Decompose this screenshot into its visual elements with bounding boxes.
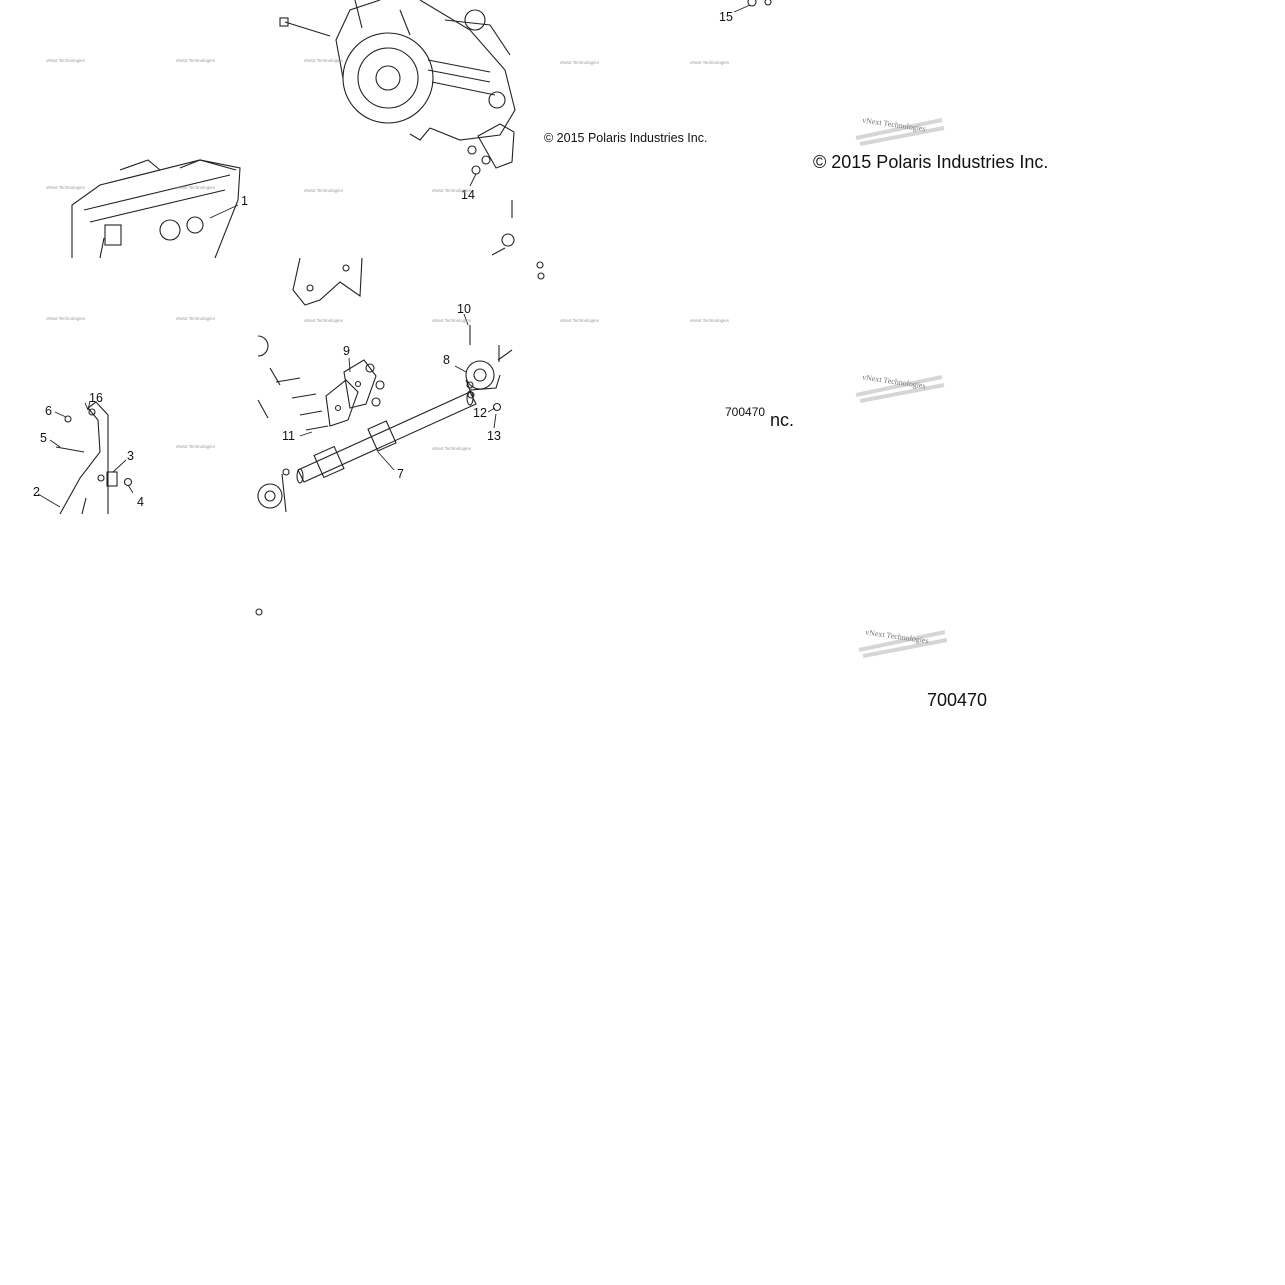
- callout-16: 16: [89, 391, 103, 405]
- copyright-text-small: © 2015 Polaris Industries Inc.: [544, 131, 708, 145]
- watermark-stamp: vNext Technologies: [852, 108, 948, 148]
- watermark-stamp-mark: [855, 375, 945, 403]
- watermark-stamp-mark: [855, 118, 945, 146]
- document-number-small: 700470: [725, 405, 766, 419]
- leader-lines: [37, 4, 751, 508]
- mount-bracket-drawing: [55, 401, 133, 515]
- watermark: vNext Technologies: [432, 318, 471, 323]
- watermark: vNext Technologies: [176, 185, 215, 190]
- callout-13: 13: [487, 429, 501, 443]
- watermark: vNext Technologies: [690, 60, 729, 65]
- watermark: vNext Technologies: [176, 444, 215, 449]
- watermark-stamp: vNext Technologies: [855, 620, 951, 660]
- callout-3: 3: [127, 449, 134, 463]
- callout-9: 9: [343, 344, 350, 358]
- watermark-stamp-mark: [858, 630, 948, 658]
- callout-15: 15: [719, 10, 733, 24]
- callout-5: 5: [40, 431, 47, 445]
- watermark: vNext Technologies: [46, 185, 85, 190]
- callout-2: 2: [33, 485, 40, 499]
- watermark: vNext Technologies: [432, 188, 471, 193]
- engine-assembly-drawing: [279, 0, 516, 141]
- watermark: vNext Technologies: [560, 318, 599, 323]
- document-number-large: 700470: [927, 690, 988, 710]
- watermark: vNext Technologies: [432, 446, 471, 451]
- watermark: vNext Technologies: [304, 58, 343, 63]
- callout-10: 10: [457, 302, 471, 316]
- callout-1: 1: [241, 194, 248, 208]
- copyright-fragment: nc.: [770, 410, 795, 430]
- copyright-text-large: © 2015 Polaris Industries Inc.: [813, 152, 1049, 172]
- watermark-stamp: vNext Technologies: [852, 365, 948, 405]
- hardware-drawing: [255, 0, 772, 616]
- watermark: vNext Technologies: [560, 60, 599, 65]
- watermark: vNext Technologies: [46, 58, 85, 63]
- bracket-plate-drawing: [292, 257, 363, 306]
- callout-7: 7: [397, 467, 404, 481]
- callout-4: 4: [137, 495, 144, 509]
- watermark: vNext Technologies: [176, 316, 215, 321]
- callout-12: 12: [473, 406, 487, 420]
- watermark: vNext Technologies: [690, 318, 729, 323]
- rubber-mount-drawing: [257, 325, 513, 509]
- callout-6: 6: [45, 404, 52, 418]
- callout-11: 11: [282, 429, 295, 443]
- watermark: vNext Technologies: [304, 318, 343, 323]
- watermark: vNext Technologies: [304, 188, 343, 193]
- mount-plates-drawing: [257, 335, 385, 431]
- watermark: vNext Technologies: [176, 58, 215, 63]
- drive-shaft-drawing: [281, 390, 477, 513]
- callout-8: 8: [443, 353, 450, 367]
- callout-14: 14: [461, 188, 475, 202]
- watermark: vNext Technologies: [46, 316, 85, 321]
- engine-side-drawing: [71, 159, 241, 259]
